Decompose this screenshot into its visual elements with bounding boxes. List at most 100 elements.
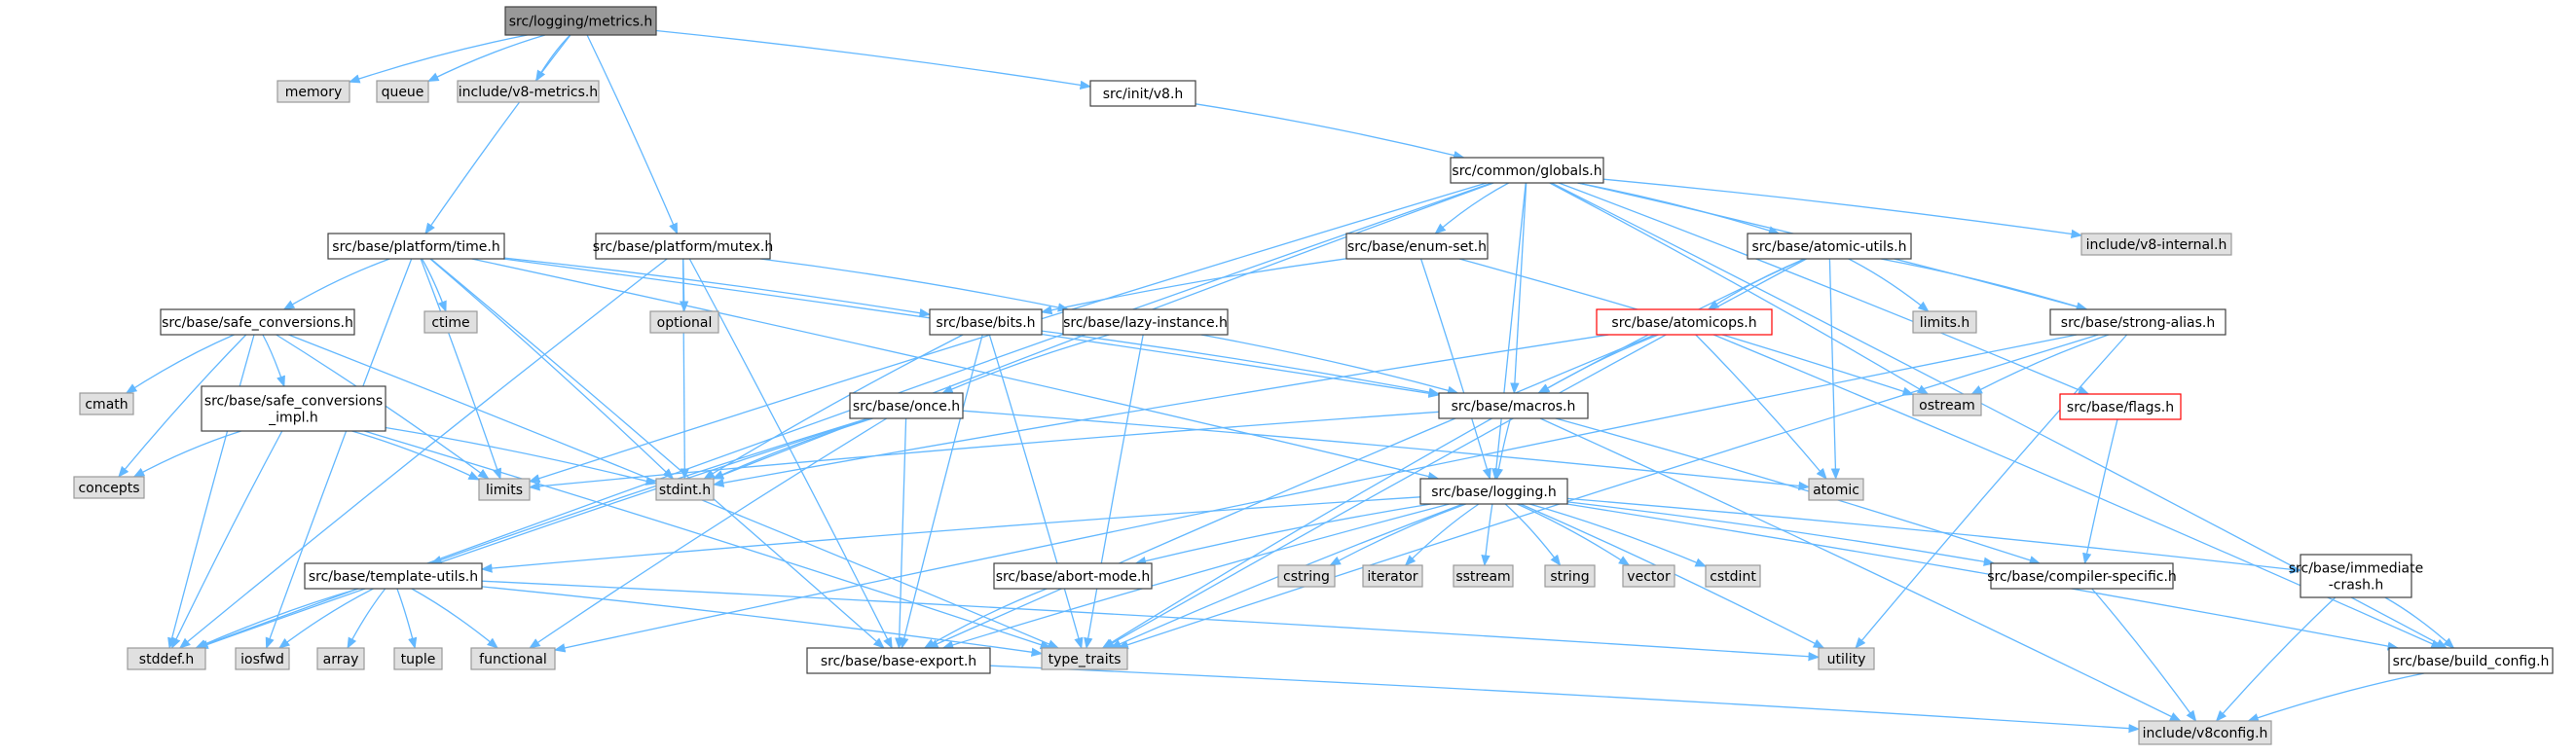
edge-atomicutils-to-atomic	[1828, 258, 1841, 481]
edge-immediate-to-buildconfig	[2384, 596, 2455, 649]
node-atomicops[interactable]: src/base/atomicops.h	[1596, 308, 1773, 336]
node-box-cstdint	[1705, 564, 1761, 588]
node-label-queue: queue	[382, 85, 424, 100]
edge-strongalias-to-ostream	[1970, 334, 2110, 395]
node-enumset[interactable]: src/base/enum-set.h	[1345, 233, 1489, 260]
node-compiler[interactable]: src/base/compiler-specific.h	[1987, 562, 2177, 590]
edge-safeconvimpl-to-concepts	[132, 430, 241, 478]
node-templateutils[interactable]: src/base/template-utils.h	[304, 562, 483, 590]
node-baseexport[interactable]: src/base/base-export.h	[806, 647, 991, 674]
node-label-v8internal: include/v8-internal.h	[2086, 237, 2227, 253]
node-strongalias[interactable]: src/base/strong-alias.h	[2049, 308, 2226, 336]
node-label-flags: src/base/flags.h	[2067, 400, 2174, 415]
node-label-concepts: concepts	[78, 481, 139, 496]
node-label-functional: functional	[479, 652, 547, 667]
node-label-enumset: src/base/enum-set.h	[1347, 239, 1487, 255]
node-abortmode[interactable]: src/base/abort-mode.h	[993, 562, 1153, 590]
node-metrics[interactable]: src/logging/metrics.h	[504, 6, 657, 36]
node-box-flags	[2059, 393, 2182, 420]
edge-logging-to-abortmode	[1134, 503, 1432, 566]
edge-initv8-to-globals	[1195, 103, 1465, 161]
node-immediate[interactable]: src/base/immediate-crash.h	[2289, 554, 2423, 598]
node-safeconv[interactable]: src/base/safe_conversions.h	[160, 308, 355, 336]
edge-templateutils-to-array	[347, 588, 386, 650]
node-bits[interactable]: src/base/bits.h	[929, 308, 1043, 336]
node-box-abortmode	[993, 562, 1153, 590]
node-once[interactable]: src/base/once.h	[849, 392, 964, 419]
edge-logging-to-string	[1504, 503, 1562, 566]
edge-templateutils-to-tuple	[396, 588, 418, 650]
edge-atomicops-to-macros	[1537, 334, 1659, 394]
node-logging[interactable]: src/base/logging.h	[1419, 478, 1568, 505]
edge-atomicutils-to-atomicops	[1707, 258, 1806, 310]
edge-safeconv-to-concepts	[118, 334, 247, 478]
node-box-stdint	[655, 478, 715, 501]
node-label-safeconv: src/base/safe_conversions.h	[162, 315, 353, 331]
node-box-atomicops	[1596, 308, 1773, 336]
node-initv8[interactable]: src/init/v8.h	[1089, 80, 1196, 107]
edge-metrics-to-mutex	[586, 34, 679, 235]
node-vector: vector	[1622, 564, 1675, 588]
edge-enumset-to-logging	[1419, 258, 1491, 481]
node-box-string	[1544, 564, 1596, 588]
edge-time-to-logging	[471, 258, 1440, 482]
edge-atomicops-to-atomic	[1695, 334, 1827, 480]
node-label-typetraits: type_traits	[1049, 652, 1122, 667]
edge-logging-to-buildconfig	[1566, 503, 2400, 651]
node-globals[interactable]: src/common/globals.h	[1450, 157, 1604, 184]
node-buildconfig[interactable]: src/base/build_config.h	[2388, 647, 2554, 674]
node-box-utility	[1818, 647, 1875, 670]
node-cstdint: cstdint	[1705, 564, 1761, 588]
edge-safeconvimpl-to-typetraits	[364, 430, 1052, 650]
edge-compiler-to-v8config	[2091, 588, 2197, 722]
node-box-iosfwd	[235, 647, 290, 670]
node-box-atomic	[1808, 478, 1864, 501]
node-label-abortmode: src/base/abort-mode.h	[996, 569, 1151, 585]
node-queue: queue	[376, 80, 429, 103]
node-box-vector	[1622, 564, 1675, 588]
node-label-stddef: stddef.h	[139, 652, 194, 667]
node-flags[interactable]: src/base/flags.h	[2059, 393, 2182, 420]
edge-globals-to-ostream	[1549, 182, 1930, 395]
node-box-lazy	[1062, 308, 1229, 336]
edge-atomicutils-to-limitsh	[1848, 258, 1930, 312]
node-box-initv8	[1089, 80, 1196, 107]
node-limits: limits	[478, 478, 531, 501]
edge-macros-to-compiler	[1555, 417, 2042, 565]
node-label-cstdint: cstdint	[1710, 569, 1756, 585]
node-label-iosfwd: iosfwd	[240, 652, 284, 667]
edge-time-to-bits	[503, 257, 932, 318]
node-box-safeconv	[160, 308, 355, 336]
node-mutex[interactable]: src/base/platform/mutex.h	[593, 233, 773, 260]
node-box-macros	[1438, 392, 1589, 419]
node-box-tuple	[393, 647, 443, 670]
edge-strongalias-to-typetraits	[1117, 334, 2099, 650]
node-safeconvimpl[interactable]: src/base/safe_conversions_impl.h	[201, 385, 386, 432]
edges-layer	[118, 29, 2455, 734]
edge-globals-to-atomicutils	[1577, 182, 1781, 235]
edge-metrics-to-initv8	[655, 29, 1092, 90]
edge-metrics-to-memory	[348, 34, 528, 84]
node-time[interactable]: src/base/platform/time.h	[327, 233, 505, 260]
node-lazy[interactable]: src/base/lazy-instance.h	[1062, 308, 1229, 336]
node-label-atomic: atomic	[1813, 483, 1859, 498]
node-memory: memory	[276, 80, 350, 103]
node-atomicutils[interactable]: src/base/atomic-utils.h	[1747, 233, 1912, 260]
node-atomic: atomic	[1808, 478, 1864, 501]
edge-globals-to-macros	[1510, 182, 1527, 395]
node-ctime: ctime	[423, 310, 478, 334]
edge-safeconvimpl-to-stddef	[171, 430, 283, 650]
edge-logging-to-baseexport	[941, 503, 1450, 650]
node-box-metrics	[504, 6, 657, 36]
node-functional: functional	[470, 647, 556, 670]
edge-time-to-baseexport	[430, 258, 885, 649]
node-optional: optional	[649, 310, 719, 334]
node-label-once: src/base/once.h	[853, 399, 960, 414]
node-label-lazy: src/base/lazy-instance.h	[1063, 315, 1228, 331]
edge-logging-to-cstdint	[1529, 503, 1708, 567]
edge-atomicops-to-baseexport	[927, 334, 1656, 649]
edge-lazy-to-once	[941, 334, 1110, 394]
node-macros[interactable]: src/base/macros.h	[1438, 392, 1589, 419]
node-box-mutex	[595, 233, 771, 260]
node-box-ctime	[423, 310, 478, 334]
